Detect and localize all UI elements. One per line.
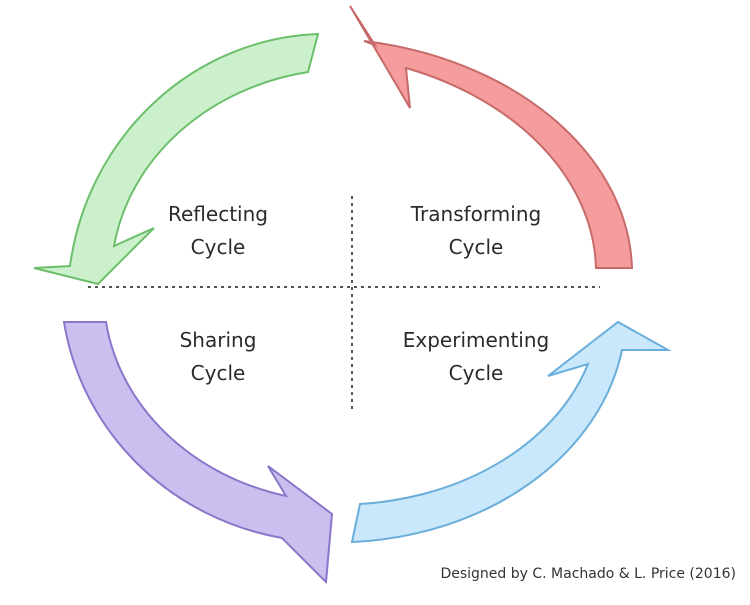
credit-text: Designed by C. Machado & L. Price (2016) <box>440 566 736 582</box>
transforming-label-line1: Transforming <box>410 202 542 226</box>
sharing-label-line2: Cycle <box>190 361 246 385</box>
transforming-cycle-label: Transforming Cycle <box>376 198 576 264</box>
reflecting-label-line2: Cycle <box>190 235 246 259</box>
reflecting-arrow <box>33 32 320 286</box>
reflecting-cycle-label: Reflecting Cycle <box>118 198 318 264</box>
sharing-cycle-label: Sharing Cycle <box>118 324 318 390</box>
experimenting-cycle-label: Experimenting Cycle <box>376 324 576 390</box>
experimenting-label-line2: Cycle <box>448 361 504 385</box>
reflecting-label-line1: Reflecting <box>168 202 268 226</box>
transforming-arrow <box>349 5 634 269</box>
sharing-label-line1: Sharing <box>179 328 257 352</box>
sharing-arrow <box>62 321 334 585</box>
experimenting-label-line1: Experimenting <box>402 328 550 352</box>
experimenting-arrow <box>350 320 672 544</box>
transforming-label-line2: Cycle <box>448 235 504 259</box>
